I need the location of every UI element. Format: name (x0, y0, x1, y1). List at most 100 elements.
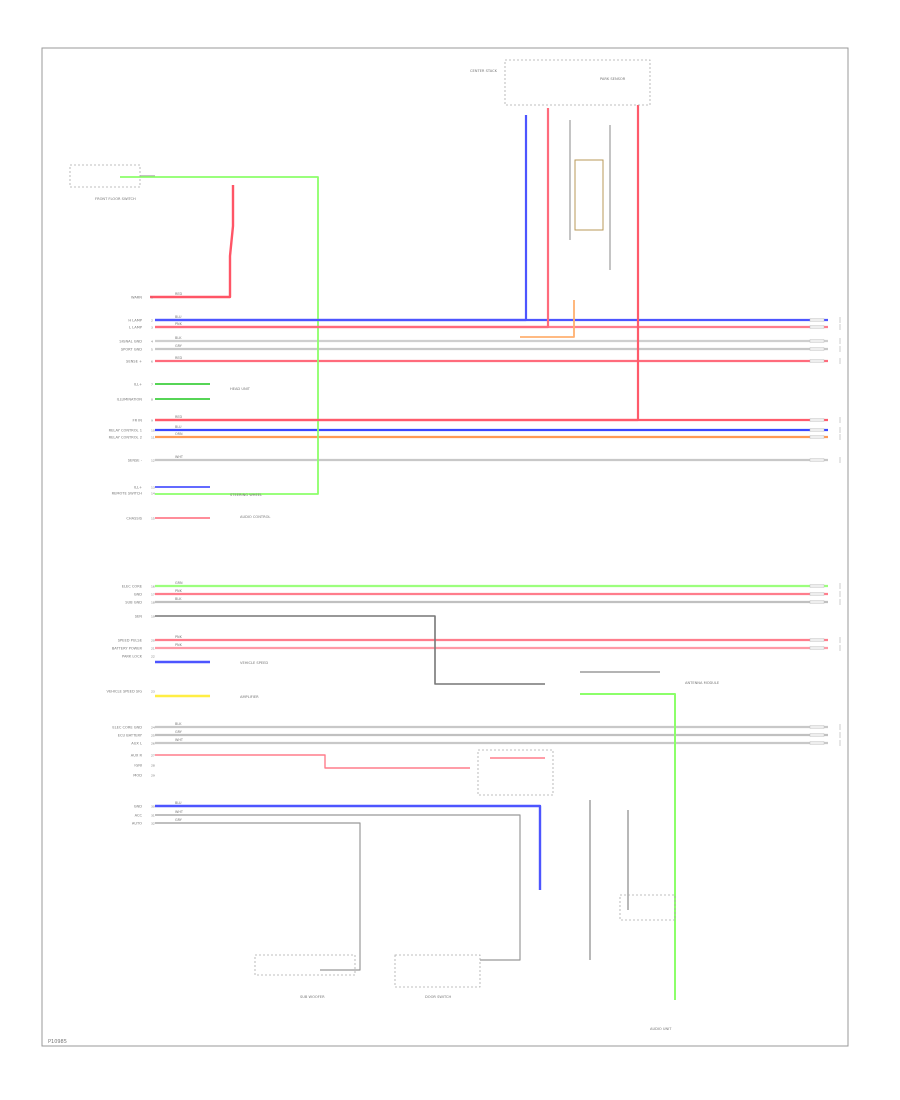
bus-wire-tag (809, 638, 825, 642)
pin-number: 2 (151, 319, 153, 323)
bus-wire-tag (809, 325, 825, 329)
component-label: AUDIO CONTROL (240, 515, 270, 519)
wire-color-tag: WHT (175, 738, 184, 742)
wire-color-tag: RED (175, 415, 182, 419)
wire-color-tag: GRY (175, 730, 183, 734)
pin-number: 16 (151, 585, 155, 589)
pin-number: 3 (151, 326, 153, 330)
component-label: PARK SENSOR (600, 77, 626, 81)
wire-color-tag: WHT (175, 455, 184, 459)
component-label: FRONT FLOOR SWITCH (95, 197, 136, 201)
bus-wire-tag (809, 347, 825, 351)
h-lamp-wire (155, 115, 528, 322)
wire-color-tag: PNK (175, 589, 183, 593)
pin-number: 26 (151, 742, 155, 746)
pin-label: CHASSIS (126, 517, 142, 521)
wire-color-tag: PNK (175, 643, 183, 647)
pin-number: 29 (151, 774, 155, 778)
wires-layer (120, 105, 828, 1000)
pin-number: 10 (151, 429, 155, 433)
bus-wire-tag (809, 592, 825, 596)
component-label: STEERING WHEEL (230, 493, 262, 497)
pin-number: 8 (151, 398, 153, 402)
pin-number: 9 (151, 419, 153, 423)
pin-label: ECU BATTERY (118, 734, 143, 738)
component-label: ANTENNA MODULE (685, 681, 720, 685)
pin-number: 11 (151, 436, 155, 440)
bus-wire-tag (809, 584, 825, 588)
sen-wire (155, 615, 545, 685)
pin-number: 31 (151, 814, 155, 818)
pin-number: 28 (151, 764, 155, 768)
pin-number: 12 (151, 459, 155, 463)
pin-number: 19 (151, 615, 155, 619)
pin-label: SIGNAL GND (119, 340, 142, 344)
component-label: AMPLIFIER (240, 695, 259, 699)
pin-label: RELAY CONTROL 2 (109, 436, 142, 440)
wire-color-tag: BLK (175, 597, 182, 601)
component-label: VEHICLE SPEED (240, 661, 268, 665)
pin-label: SENSE - (128, 459, 143, 463)
pin-label: REMOTE SWITCH (112, 492, 143, 496)
wire-color-tag: PNK (175, 322, 183, 326)
figure-id: P10985 (48, 1039, 67, 1045)
pin-label: RELAY CONTROL 1 (109, 429, 142, 433)
pin-label: AUX R (131, 754, 143, 758)
pin-label: SPEED PULSE (118, 639, 143, 643)
pin-number: 30 (151, 805, 155, 809)
wire-color-tag: GRN (175, 581, 183, 585)
pin-number: 18 (151, 601, 155, 605)
pin-number: 17 (151, 593, 155, 597)
pin-label: MOD (133, 774, 142, 778)
bus-wire-tag (809, 318, 825, 322)
pin-number: 13 (151, 486, 155, 490)
component-label: DOOR SWITCH (425, 995, 451, 999)
l-lamp-wire (155, 108, 550, 329)
bus-wire-tag (809, 428, 825, 432)
pin-number: 25 (151, 734, 155, 738)
pin-label: ILLUMINATION (117, 398, 143, 402)
pin-number: 21 (151, 647, 155, 651)
pin-label: AUTO (132, 822, 142, 826)
bus-wire-tag (809, 359, 825, 363)
aux-l-wire (155, 754, 470, 769)
wire-color-tag: BLU (175, 315, 182, 319)
acc-wire (155, 814, 521, 961)
wire-color-tag: PNK (175, 635, 183, 639)
warn-wire (150, 185, 235, 299)
component-box (254, 954, 356, 976)
orange-loop-wire (520, 300, 575, 338)
auto-wire (155, 822, 361, 971)
pin-label: SEN (135, 615, 143, 619)
pin-label: ACC (135, 814, 143, 818)
component-label: HEAD UNIT (230, 387, 251, 391)
bus-wire-tag (809, 725, 825, 729)
bus-wire-tag (809, 418, 825, 422)
bus-wire-tag (809, 339, 825, 343)
pin-label: FR IN (133, 419, 143, 423)
pin-label: ILL+ (134, 486, 142, 490)
component-label: CENTER STACK (470, 69, 498, 73)
pin-number: 32 (151, 822, 155, 826)
gnd-wire (155, 804, 542, 890)
wire-color-tag: GRY (175, 344, 183, 348)
pin-number: 6 (151, 360, 153, 364)
wire-color-tag: GRY (175, 818, 183, 822)
pin-number: 14 (151, 492, 155, 496)
remote-switch-wire (120, 176, 319, 495)
pin-number: 23 (151, 690, 155, 694)
wire-color-tag: RED (175, 356, 182, 360)
pin-number: 7 (151, 383, 153, 387)
wire-color-tag: BLU (175, 425, 182, 429)
pin-label: ELEC CORE (122, 585, 143, 589)
pin-label: WARN (131, 296, 142, 300)
wire-color-tag: RED (175, 292, 182, 296)
component-label: SUB WOOFER (300, 995, 325, 999)
pin-number: 27 (151, 754, 155, 758)
pin-number: 22 (151, 655, 155, 659)
wire-color-tag: BLK (175, 722, 182, 726)
bus-wire-tag (809, 741, 825, 745)
